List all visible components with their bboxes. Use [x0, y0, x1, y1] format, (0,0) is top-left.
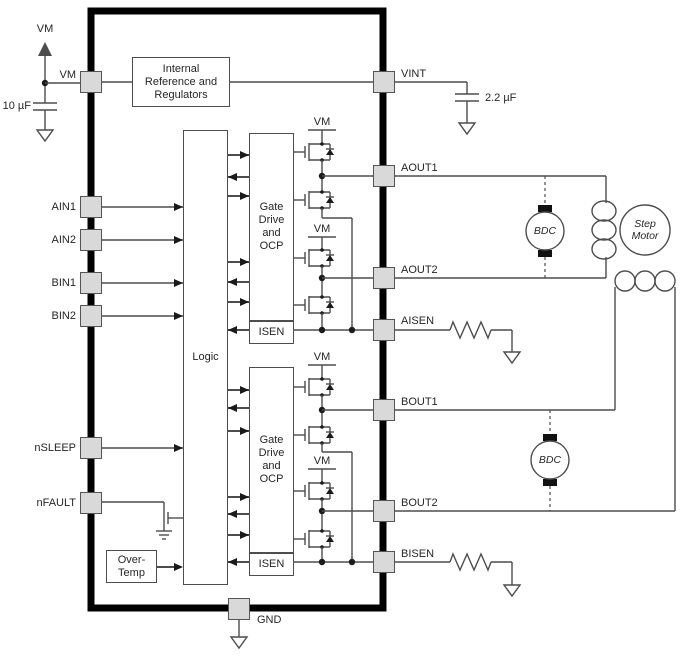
pin-label-bin1: BIN1: [51, 277, 76, 289]
vm-rail-label-b1: VM: [313, 351, 331, 363]
pin-label-aisen: AISEN: [401, 315, 435, 327]
resistor-aisen: [449, 320, 492, 340]
step-motor-circle: [619, 204, 671, 256]
vm-supply-label: VM: [36, 23, 54, 35]
pin-bisen: [373, 551, 395, 573]
step-motor-circuit: [614, 204, 676, 511]
logic-gatedrive-arrows-b: [228, 386, 249, 566]
pin-label-gnd: GND: [257, 614, 282, 626]
pin-label-nfault: nFAULT: [36, 497, 76, 509]
half-bridge-b: [294, 364, 373, 566]
bisen-net: [395, 552, 521, 597]
pin-label-bout1: BOUT1: [401, 396, 438, 408]
input-wires: [102, 203, 183, 452]
logic-gatedrive-arrows-a: [228, 151, 249, 334]
pin-label-bout2: BOUT2: [401, 497, 438, 509]
nfault-fet: [102, 501, 183, 540]
pin-label-bin2: BIN2: [51, 310, 76, 322]
block-over-temp: Over- Temp: [106, 550, 157, 583]
block-isen-a: ISEN: [249, 321, 294, 344]
pin-vm: [80, 71, 102, 93]
pin-bin2: [80, 305, 102, 327]
pin-gnd: [228, 598, 250, 620]
pin-bout2: [373, 500, 395, 522]
pin-label-aout1: AOUT1: [401, 162, 438, 174]
inductor-a-winding: [591, 200, 617, 222]
block-gate-drive-a: Gate Drive and OCP: [249, 133, 294, 321]
pin-ain2: [80, 229, 102, 251]
block-isen-b: ISEN: [249, 553, 294, 576]
bdc-motor-a-label: BDC: [533, 225, 557, 237]
pin-label-bisen: BISEN: [401, 548, 435, 560]
pin-nfault: [80, 492, 102, 514]
resistor-bisen: [449, 552, 492, 572]
pin-label-aout2: AOUT2: [401, 264, 438, 276]
block-logic: Logic: [183, 130, 228, 585]
gnd-net: [230, 620, 248, 649]
block-gate-drive-b: Gate Drive and OCP: [249, 367, 294, 553]
vm-rail-label-b2: VM: [313, 455, 331, 467]
overtemp-arrow: [157, 563, 183, 571]
step-motor-label: Step Motor: [631, 218, 659, 242]
motor-a-circuit: [395, 175, 617, 279]
pin-nsleep: [80, 437, 102, 459]
pin-label-ain2: AIN2: [51, 234, 76, 246]
pin-label-nsleep: nSLEEP: [34, 442, 76, 454]
vm-supply-net: [33, 42, 80, 142]
block-internal-reference: Internal Reference and Regulators: [132, 57, 230, 107]
inductor-b-winding: [614, 270, 636, 292]
pin-bin1: [80, 272, 102, 294]
pin-bout1: [373, 399, 395, 421]
motor-b-circuit: [395, 409, 675, 512]
bdc-motor-a-circle: [525, 211, 565, 251]
vm-rail-label-a1: VM: [313, 116, 331, 128]
bdc-motor-b-circle: [530, 440, 570, 480]
pin-label-vint: VINT: [401, 68, 427, 80]
pin-aout2: [373, 267, 395, 289]
pin-label-vm: VM: [59, 69, 77, 81]
pin-aisen: [373, 319, 395, 341]
pin-ain1: [80, 196, 102, 218]
pin-label-ain1: AIN1: [51, 201, 76, 213]
bdc-motor-b-label: BDC: [538, 454, 562, 466]
aisen-net: [395, 320, 521, 364]
cap-2p2uf-label: 2.2 µF: [485, 92, 517, 104]
cap-10uf-label: 10 µF: [2, 100, 31, 112]
pin-vint: [373, 71, 395, 93]
vm-rail-label-a2: VM: [313, 223, 331, 235]
half-bridge-a: [294, 129, 373, 334]
vint-net: [102, 81, 479, 135]
pin-aout1: [373, 165, 395, 187]
